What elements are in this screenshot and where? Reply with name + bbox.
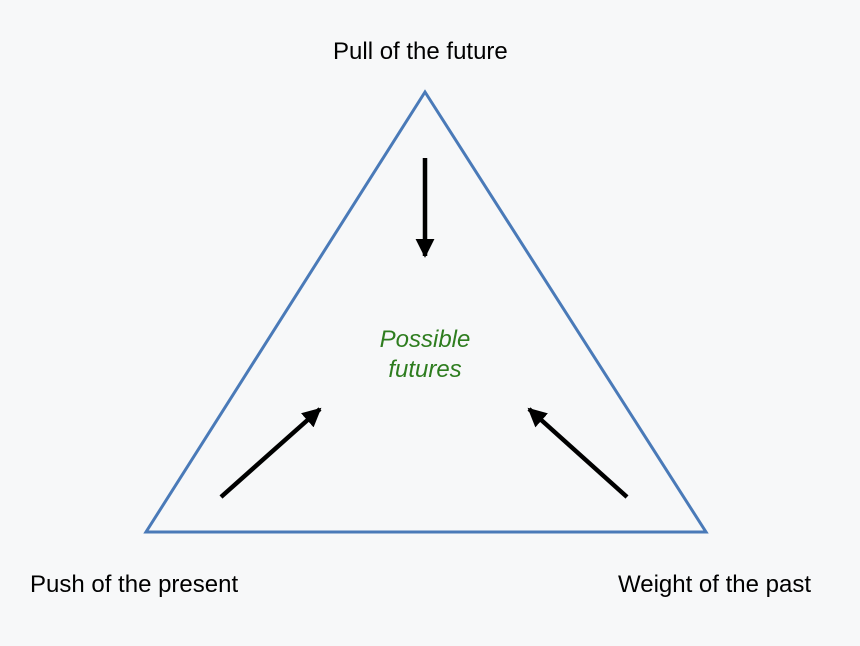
label-weight-of-the-past: Weight of the past	[618, 571, 812, 598]
label-pull-of-the-future: Pull of the future	[333, 38, 508, 65]
center-label-line-1: Possible	[379, 326, 471, 353]
center-label-possible-futures: Possible futures	[345, 325, 505, 385]
arrow-up-from-present	[219, 407, 322, 499]
center-label-line-2: futures	[388, 356, 462, 383]
triangle-outline	[143, 89, 709, 534]
label-push-of-the-present: Push of the present	[30, 571, 239, 598]
arrow-up-from-past	[527, 407, 629, 499]
